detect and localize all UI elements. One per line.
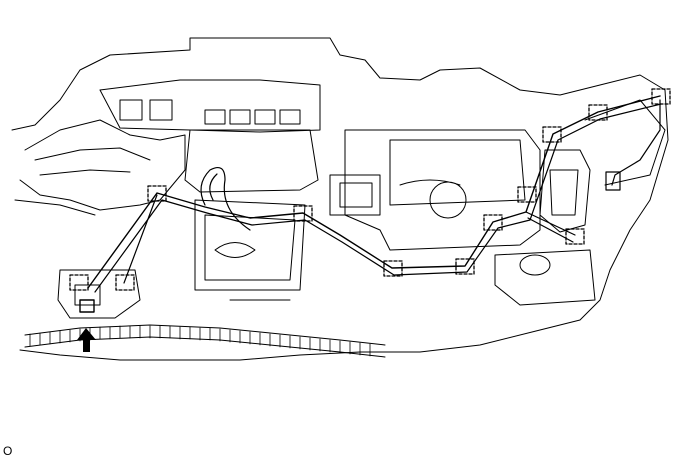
wire-harness-main-parallel xyxy=(94,103,662,293)
clamp-group xyxy=(69,88,671,291)
clamp-3-icon xyxy=(383,260,403,277)
dash-top-slots xyxy=(119,99,301,125)
clamp-4-icon xyxy=(455,258,475,275)
up-arrow-icon xyxy=(77,328,96,352)
clamp-12-icon xyxy=(115,274,135,291)
right-center-inner xyxy=(389,139,526,219)
figure-corner-label: O xyxy=(3,444,13,458)
clamp-9-icon xyxy=(651,88,671,105)
center-console-box xyxy=(194,199,306,291)
right-center-unit xyxy=(344,129,541,251)
wire-harness-branch-left xyxy=(123,194,158,284)
right-rear-support xyxy=(494,249,596,306)
center-tunnel xyxy=(184,129,319,193)
wire-harness-main xyxy=(87,95,661,289)
clamp-2-icon xyxy=(293,205,313,222)
clamp-7-icon xyxy=(542,126,562,143)
right-wing-panel xyxy=(584,99,666,186)
connector-right xyxy=(605,171,621,191)
wire-harness-branch-loop xyxy=(200,167,251,231)
clamp-8-icon xyxy=(588,104,608,121)
center-console-detail xyxy=(214,242,291,301)
left-pedal-area xyxy=(57,269,141,319)
target-connector xyxy=(79,299,95,313)
clamp-5-icon xyxy=(483,214,503,231)
right-seat-frame xyxy=(539,149,591,233)
clamp-11-icon xyxy=(69,274,89,291)
dash-left-inner xyxy=(14,147,151,216)
corrugated-ribs xyxy=(29,325,371,357)
clamp-10-icon xyxy=(565,228,585,245)
dash-top-panel xyxy=(99,79,321,133)
clamp-1-icon xyxy=(147,185,167,202)
dash-left-outline xyxy=(19,119,186,211)
corrugated-strip xyxy=(24,324,386,358)
left-block xyxy=(329,174,381,216)
clamp-6-icon xyxy=(517,186,537,203)
